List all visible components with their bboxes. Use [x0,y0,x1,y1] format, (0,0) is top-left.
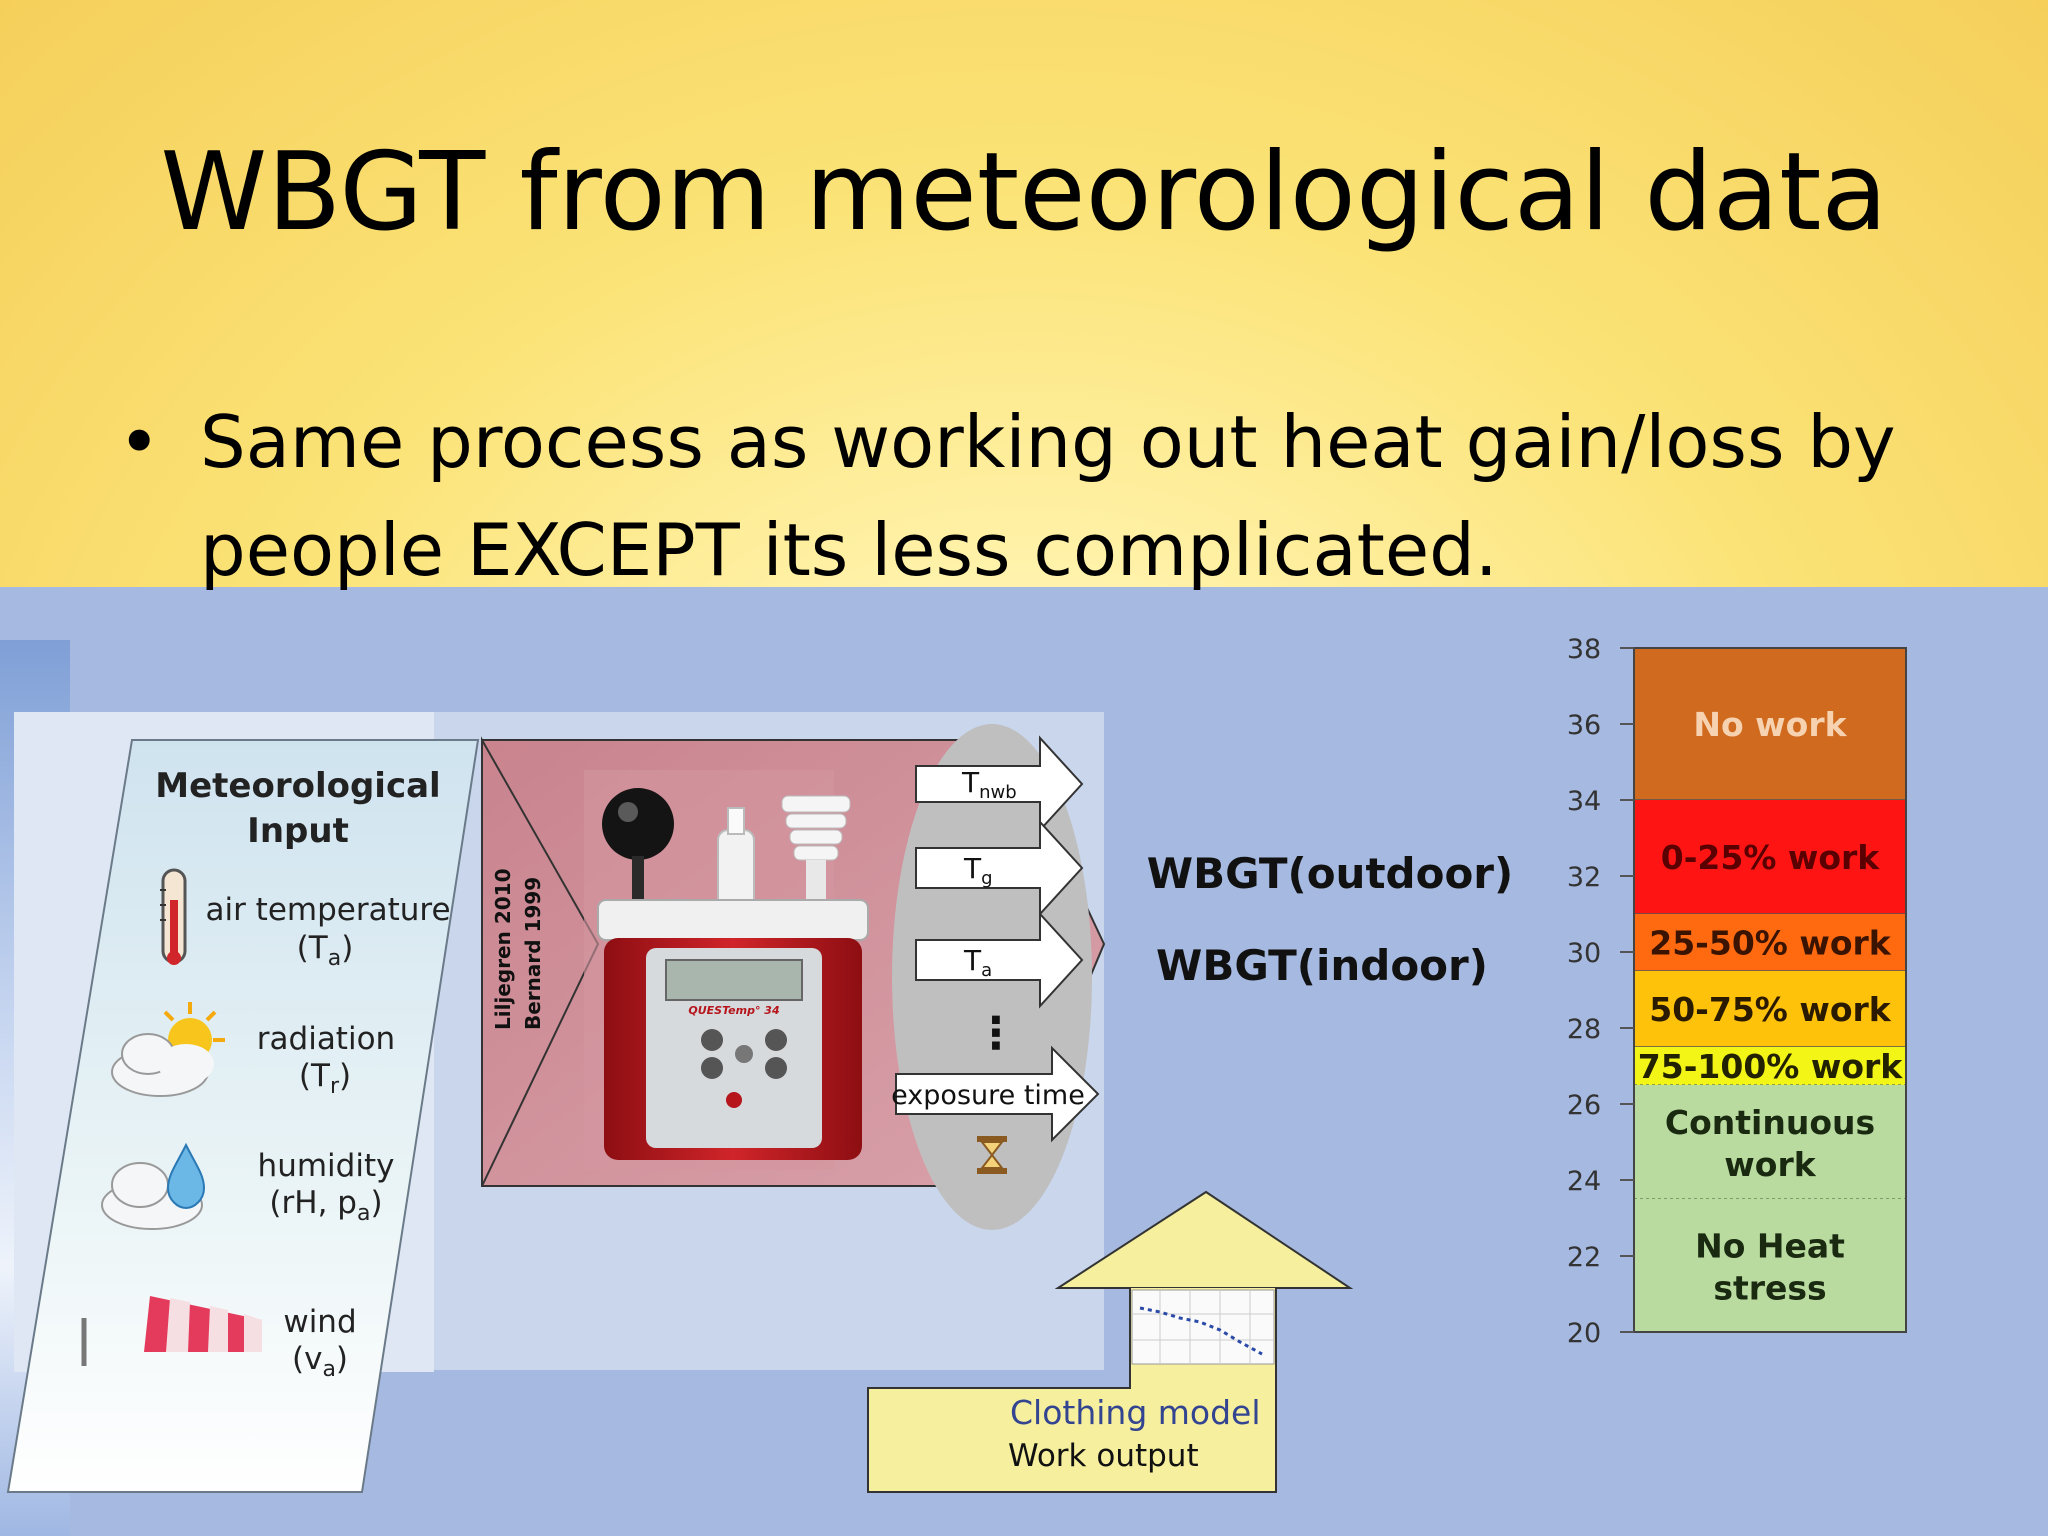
scale-zones: No work 0-25% work 25-50% work 50-75% work 7… [1633,647,1907,1333]
chevron-notch [481,736,600,1187]
exposure-time-label: exposure time [891,1080,1085,1111]
scale-zone-3 [1634,971,1906,1047]
tnwb-label: Tnwb [961,766,1017,803]
cloud-droplet-icon [101,1142,206,1230]
scale-tick-label-8: 22 [1567,1242,1601,1273]
humidity-label: humidity [258,1148,395,1184]
ta-arrow: Ta [915,911,1084,1009]
scale-frame [1633,647,1907,1333]
bullet-text: Same process as working out heat gain/lo… [200,400,1896,592]
windsock-icon [81,1296,262,1366]
questemp-device: QUESTemp° 34 [584,770,869,1170]
scale-zone-0 [1634,648,1906,800]
scale-tick-label-6: 26 [1567,1090,1601,1121]
tg-arrow: Tg [915,819,1084,917]
scale-ticks: 38 36 34 32 30 28 26 24 22 20 [1567,634,1634,1349]
scale-tick-label-0: 38 [1567,634,1601,665]
work-rest-scale: No work 0-25% work 25-50% work 50-75% work 7… [1567,634,1907,1349]
clothing-model-label: Clothing model [1010,1393,1261,1432]
ta-label: Ta [963,944,992,981]
reference-bernard: Bernard 1999 [521,877,545,1030]
sun-cloud-icon [111,1002,225,1097]
met-heading-line2: Input [247,811,349,851]
scale-zone-label-3: 50-75% work [1649,990,1892,1029]
meteorological-input-panel [6,739,480,1493]
scale-zone-2 [1634,914,1906,971]
radiation-label: radiation [257,1021,395,1057]
clothing-model-block: Clothing model Work output [867,1190,1354,1493]
wbgt-indoor-label: WBGT(indoor) [1156,941,1488,990]
bullet-marker: • [118,400,161,484]
scale-zone-label-2: 25-50% work [1649,924,1892,963]
wbgt-outdoor-label: WBGT(outdoor) [1147,849,1513,898]
slide-title: WBGT from meteorological data [160,130,1888,255]
thermometer-icon [160,868,187,965]
scale-zone-label-1: 0-25% work [1661,838,1881,877]
scale-zone-1 [1634,800,1906,914]
air-temp-label: air temperature [205,892,450,928]
tnwb-arrow: Tnwb [915,735,1084,833]
reference-liljegren: Liljegren 2010 [491,869,515,1030]
scale-tick-label-7: 24 [1567,1166,1601,1197]
scale-tick-label-4: 30 [1567,938,1601,969]
scale-tick-label-3: 32 [1567,862,1601,893]
scale-zone-label-4: 75-100% work [1638,1047,1903,1086]
scale-tick-label-9: 20 [1567,1318,1601,1349]
scale-zone-label-0: No work [1693,705,1847,744]
exposure-time-arrow: exposure time [891,1045,1100,1143]
work-output-label: Work output [1008,1438,1199,1474]
scale-tick-label-2: 34 [1567,786,1601,817]
wind-label: wind [283,1304,356,1340]
device-brand-text: QUESTemp° 34 [688,1004,779,1017]
scale-zone-4 [1634,1047,1906,1085]
ellipsis-marker: ⋮ [974,1008,1018,1059]
radiation-symbol: (Tr) [299,1058,351,1099]
wind-symbol: (va) [292,1341,348,1382]
scale-zone-6 [1634,1199,1906,1332]
scale-tick-label-1: 36 [1567,710,1601,741]
air-temp-symbol: (Ta) [297,930,354,971]
tg-label: Tg [963,852,993,889]
met-heading-line1: Meteorological [155,766,440,806]
scale-tick-label-5: 28 [1567,1014,1601,1045]
scale-zone-5 [1634,1085,1906,1199]
hourglass-icon [977,1136,1007,1174]
